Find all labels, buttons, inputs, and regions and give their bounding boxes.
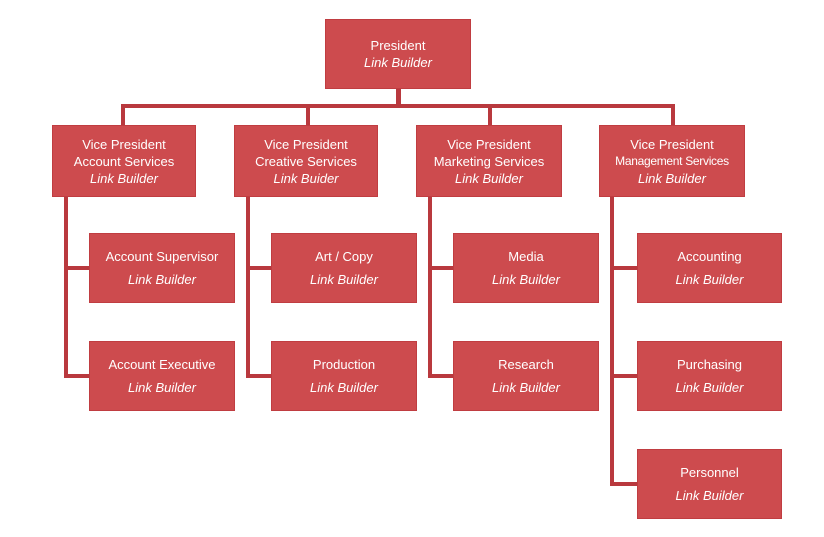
child-1-2-title: Account Executive: [108, 357, 216, 372]
vp-account-services-node[interactable]: Vice President Account Services Link Bui…: [52, 125, 196, 197]
vp-1-department: Account Services: [73, 153, 175, 169]
connector-vp-1-drop: [121, 104, 125, 126]
child-3-2-subtitle: Link Builder: [492, 380, 560, 395]
media-node[interactable]: Media Link Builder: [453, 233, 599, 303]
connector-spine-4: [610, 196, 614, 486]
child-4-1-subtitle: Link Builder: [675, 272, 744, 287]
vp-1-subtitle: Link Builder: [90, 170, 158, 186]
connector-branch-4-2: [610, 374, 638, 378]
child-1-1-title: Account Supervisor: [105, 249, 219, 264]
connector-president-down: [396, 88, 401, 106]
president-node[interactable]: President Link Builder: [325, 19, 471, 89]
account-supervisor-node[interactable]: Account Supervisor Link Builder: [89, 233, 235, 303]
child-2-1-title: Art / Copy: [315, 249, 373, 264]
vp-3-title: Vice President: [447, 136, 531, 152]
connector-branch-1-1: [64, 266, 90, 270]
personnel-node[interactable]: Personnel Link Builder: [637, 449, 782, 519]
account-executive-node[interactable]: Account Executive Link Builder: [89, 341, 235, 411]
child-3-2-title: Research: [498, 357, 554, 372]
child-2-1-subtitle: Link Builder: [310, 272, 378, 287]
vp-3-subtitle: Link Builder: [455, 170, 523, 186]
vp-4-subtitle: Link Builder: [638, 170, 706, 186]
connector-branch-3-1: [428, 266, 454, 270]
vp-marketing-services-node[interactable]: Vice President Marketing Services Link B…: [416, 125, 562, 197]
connector-spine-3: [428, 196, 432, 378]
child-4-3-subtitle: Link Builder: [675, 488, 744, 503]
vp-4-department: Management Services: [615, 153, 729, 168]
child-3-1-title: Media: [508, 249, 544, 264]
vp-1-title: Vice President: [82, 136, 166, 152]
child-4-1-title: Accounting: [677, 249, 742, 264]
vp-2-subtitle: Link Buider: [273, 170, 339, 186]
production-node[interactable]: Production Link Builder: [271, 341, 417, 411]
accounting-node[interactable]: Accounting Link Builder: [637, 233, 782, 303]
research-node[interactable]: Research Link Builder: [453, 341, 599, 411]
connector-branch-4-3: [610, 482, 638, 486]
child-1-1-subtitle: Link Builder: [128, 272, 196, 287]
vp-3-department: Marketing Services: [433, 153, 545, 169]
child-2-2-title: Production: [312, 357, 376, 372]
president-title: President: [370, 38, 426, 53]
connector-vp-4-drop: [671, 104, 675, 126]
child-4-2-subtitle: Link Builder: [675, 380, 744, 395]
purchasing-node[interactable]: Purchasing Link Builder: [637, 341, 782, 411]
connector-vp-3-drop: [488, 104, 492, 126]
connector-branch-2-2: [246, 374, 272, 378]
vp-4-title: Vice President: [630, 136, 714, 152]
connector-spine-1: [64, 196, 68, 378]
child-4-3-title: Personnel: [680, 465, 739, 480]
connector-top-bus: [121, 104, 675, 108]
connector-branch-3-2: [428, 374, 454, 378]
art-copy-node[interactable]: Art / Copy Link Builder: [271, 233, 417, 303]
connector-branch-4-1: [610, 266, 638, 270]
connector-spine-2: [246, 196, 250, 378]
connector-branch-2-1: [246, 266, 272, 270]
child-2-2-subtitle: Link Builder: [310, 380, 378, 395]
vp-2-department: Creative Services: [255, 153, 357, 169]
child-4-2-title: Purchasing: [676, 357, 743, 372]
connector-vp-2-drop: [306, 104, 310, 126]
vp-management-services-node[interactable]: Vice President Management Services Link …: [599, 125, 745, 197]
vp-2-title: Vice President: [264, 136, 348, 152]
child-1-2-subtitle: Link Builder: [128, 380, 196, 395]
child-3-1-subtitle: Link Builder: [492, 272, 560, 287]
connector-branch-1-2: [64, 374, 90, 378]
president-subtitle: Link Builder: [364, 55, 432, 70]
vp-creative-services-node[interactable]: Vice President Creative Services Link Bu…: [234, 125, 378, 197]
